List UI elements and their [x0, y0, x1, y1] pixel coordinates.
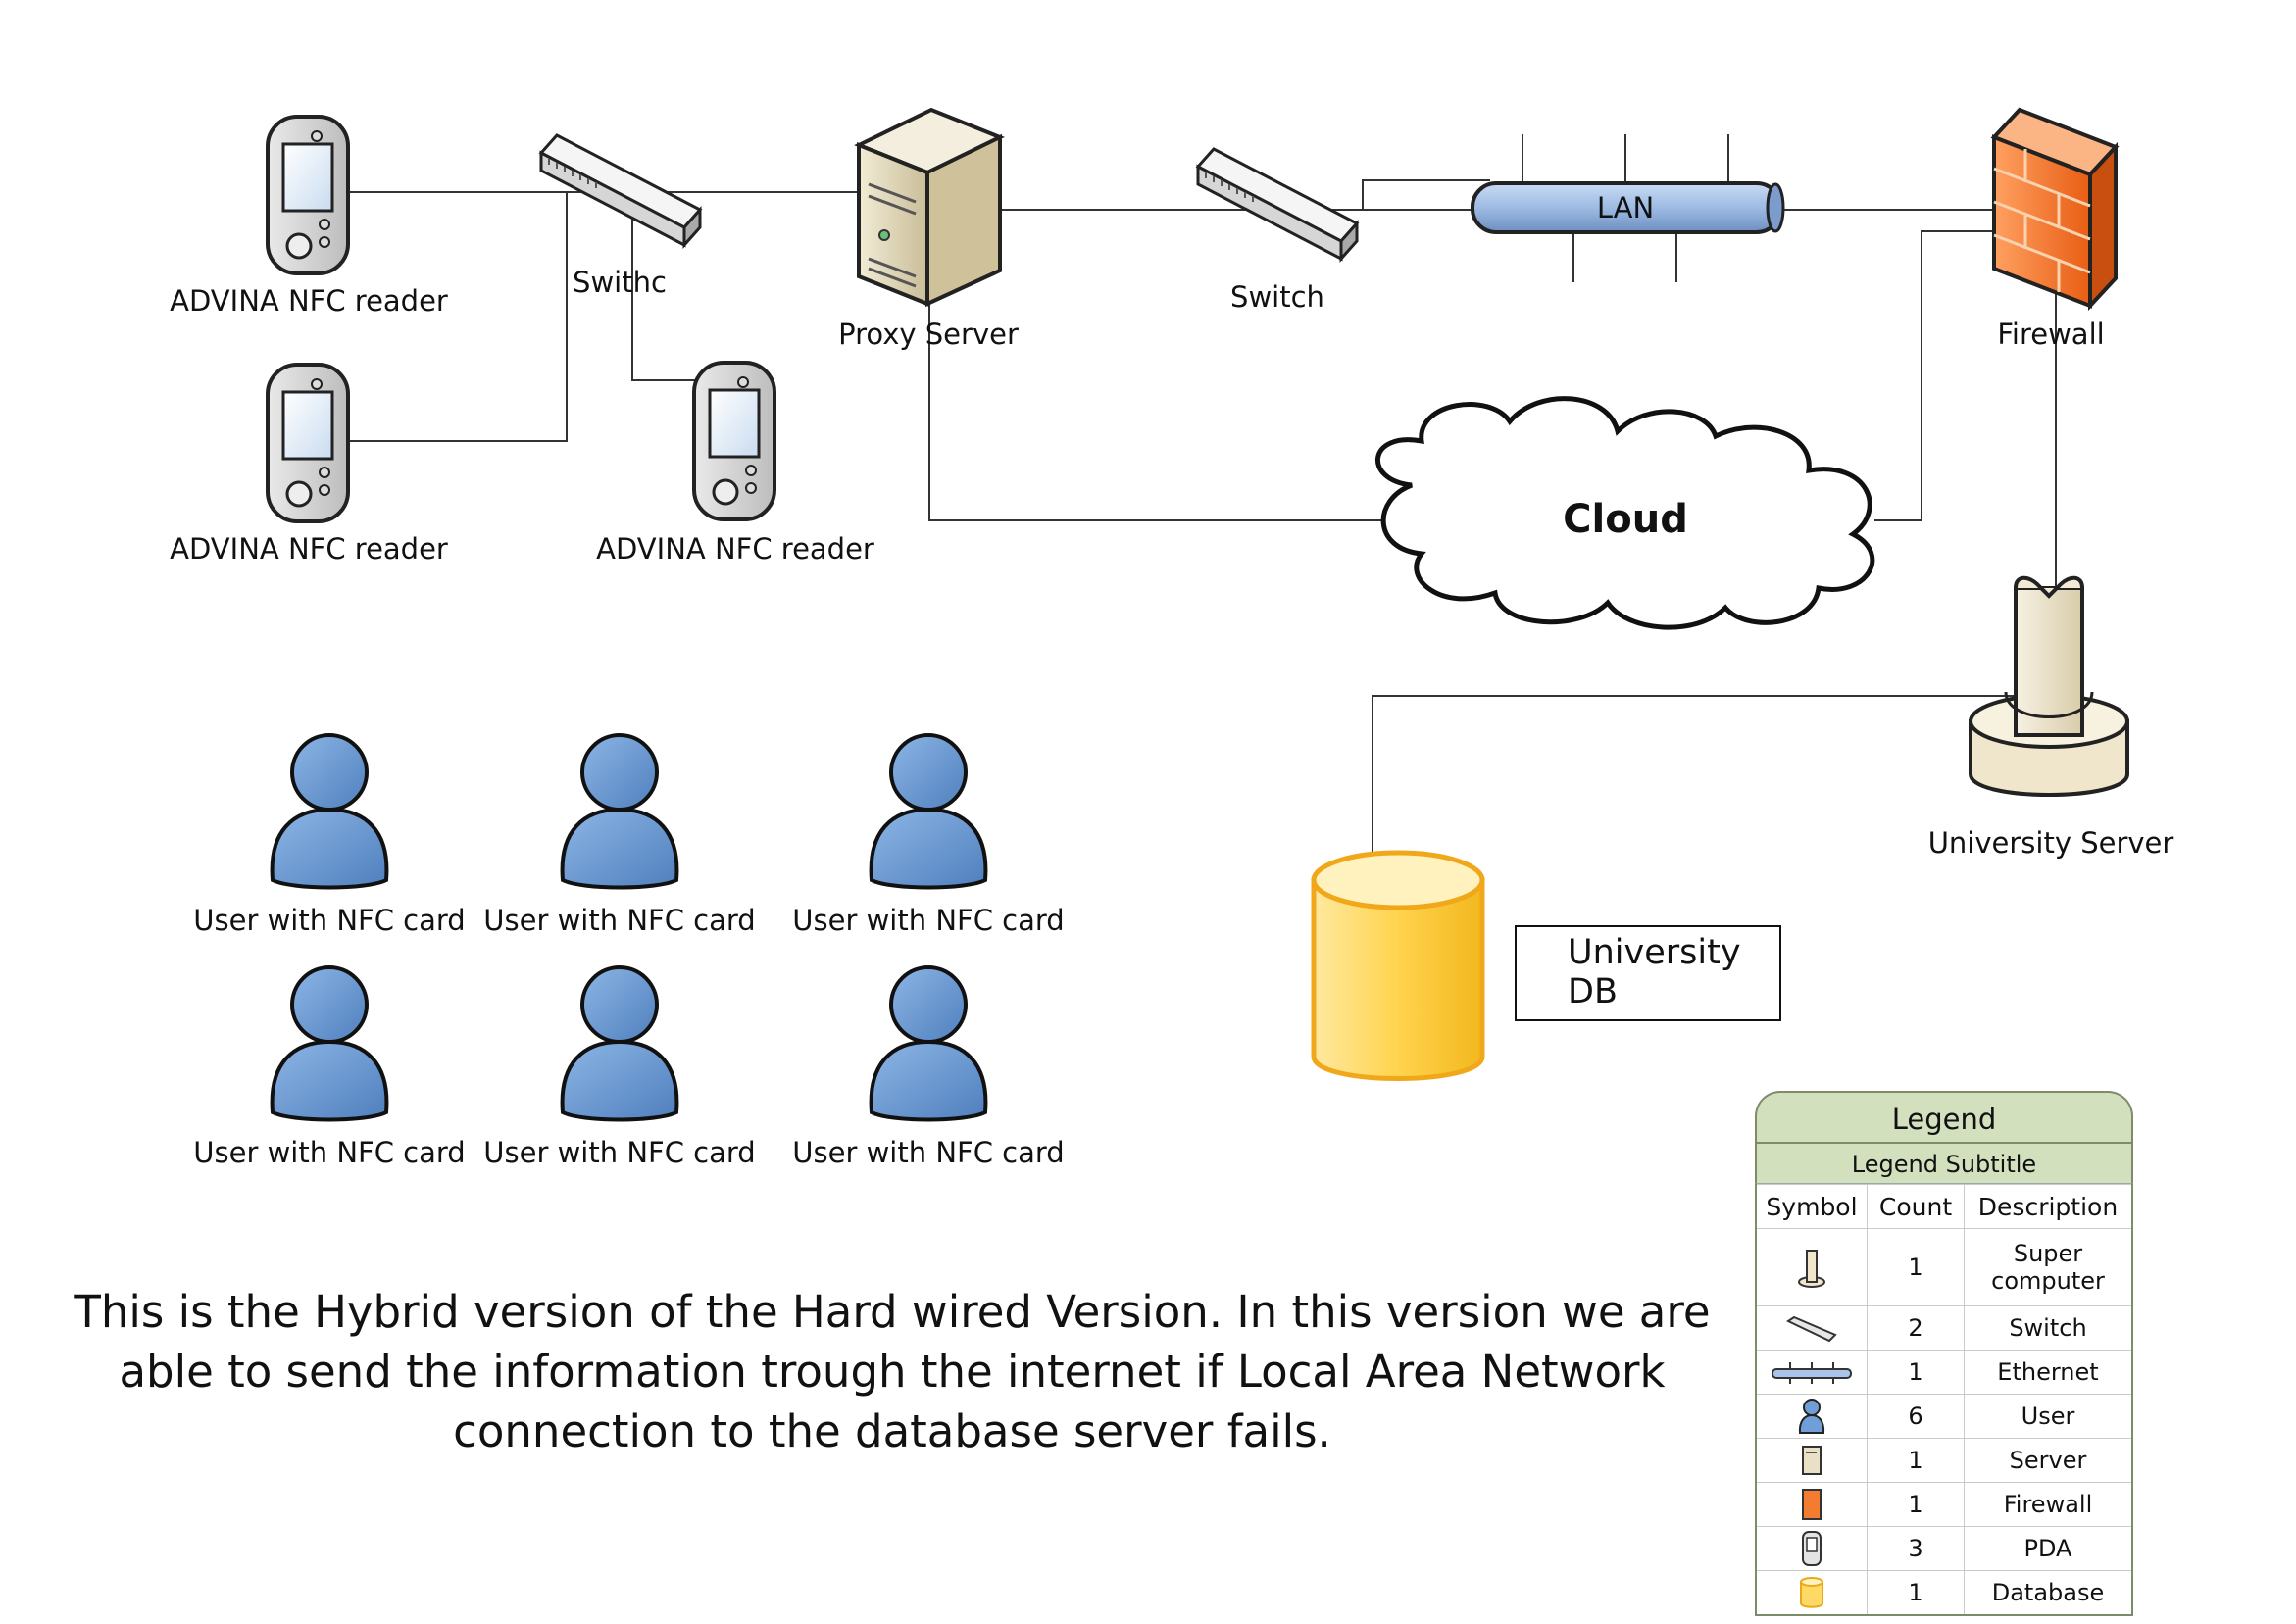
legend-count: 1 [1867, 1350, 1965, 1395]
legend-row: 1 Ethernet [1755, 1350, 2133, 1395]
nfc-reader-1-label: ADVINA NFC reader [170, 284, 448, 318]
lan-label: LAN [1596, 191, 1655, 224]
legend-title: Legend [1755, 1091, 2133, 1142]
legend-header-row: Symbol Count Description [1755, 1184, 2133, 1229]
legend-description: Server [1964, 1438, 2133, 1483]
legend-description: Database [1964, 1570, 2133, 1616]
legend-row: 2 Switch [1755, 1305, 2133, 1351]
legend-row: 1 Firewall [1755, 1482, 2133, 1527]
switch-1-icon [539, 133, 702, 247]
university-server-icon [1969, 575, 2129, 797]
user-5-label: User with NFC card [483, 1136, 756, 1169]
legend-count: 2 [1867, 1305, 1965, 1351]
database-icon [1800, 1577, 1823, 1608]
switch-2-icon [1196, 147, 1359, 261]
firewall-icon [1990, 107, 2120, 312]
legend-row: 6 User [1755, 1394, 2133, 1439]
user-4-label: User with NFC card [193, 1136, 466, 1169]
legend-count: 1 [1867, 1570, 1965, 1616]
legend-row: 1 Super computer [1755, 1228, 2133, 1306]
legend-count: 1 [1867, 1228, 1965, 1306]
legend-table: Symbol Count Description 1 Super compute… [1755, 1184, 2133, 1616]
user-2-icon [560, 733, 679, 890]
cloud-label: Cloud [1563, 497, 1688, 542]
cloud-icon [1374, 396, 1875, 630]
legend-row: 1 Database [1755, 1570, 2133, 1616]
switch-1-label: Swithc [573, 266, 667, 299]
switch-2-label: Switch [1230, 280, 1324, 314]
user-4-icon [270, 965, 389, 1122]
database-icon [1311, 850, 1485, 1081]
server-icon [1802, 1446, 1822, 1475]
legend-row: 3 PDA [1755, 1526, 2133, 1571]
ethernet-icon [1772, 1362, 1852, 1384]
proxy-server-icon [854, 107, 1005, 308]
super-computer-icon [1798, 1250, 1825, 1288]
legend-header-symbol: Symbol [1755, 1184, 1868, 1229]
user-1-label: User with NFC card [193, 904, 466, 937]
proxy-server-label: Proxy Server [838, 318, 1019, 351]
nfc-reader-3-label: ADVINA NFC reader [596, 532, 874, 566]
nfc-reader-2-label: ADVINA NFC reader [170, 532, 448, 566]
pda-icon [1802, 1531, 1822, 1566]
firewall-icon [1802, 1489, 1822, 1520]
switch-icon [1786, 1315, 1837, 1342]
legend-count: 1 [1867, 1482, 1965, 1527]
legend-header-description: Description [1964, 1184, 2133, 1229]
user-3-icon [869, 733, 988, 890]
legend-description: PDA [1964, 1526, 2133, 1571]
legend-description: Super computer [1964, 1228, 2133, 1306]
user-3-label: User with NFC card [792, 904, 1065, 937]
legend-row: 1 Server [1755, 1438, 2133, 1483]
legend-count: 6 [1867, 1394, 1965, 1439]
user-1-icon [270, 733, 389, 890]
diagram-caption: This is the Hybrid version of the Hard w… [74, 1286, 1711, 1457]
legend-count: 1 [1867, 1438, 1965, 1483]
legend-description: Switch [1964, 1305, 2133, 1351]
legend-description: Ethernet [1964, 1350, 2133, 1395]
user-5-icon [560, 965, 679, 1122]
university-server-label: University Server [1927, 826, 2174, 860]
nfc-reader-2-icon [266, 363, 350, 523]
user-icon [1798, 1399, 1825, 1434]
user-6-label: User with NFC card [792, 1136, 1065, 1169]
legend-header-count: Count [1867, 1184, 1965, 1229]
nfc-reader-1-icon [266, 115, 350, 275]
lan-ethernet-icon [1471, 181, 1785, 234]
legend-description: Firewall [1964, 1482, 2133, 1527]
firewall-label: Firewall [1997, 318, 2105, 351]
user-6-icon [869, 965, 988, 1122]
legend-count: 3 [1867, 1526, 1965, 1571]
university-db-label: University DB [1515, 925, 1781, 1021]
nfc-reader-3-icon [692, 361, 776, 521]
user-2-label: User with NFC card [483, 904, 756, 937]
legend-description: User [1964, 1394, 2133, 1439]
legend: Legend Legend Subtitle Symbol Count Desc… [1755, 1091, 2133, 1616]
legend-subtitle: Legend Subtitle [1755, 1142, 2133, 1184]
